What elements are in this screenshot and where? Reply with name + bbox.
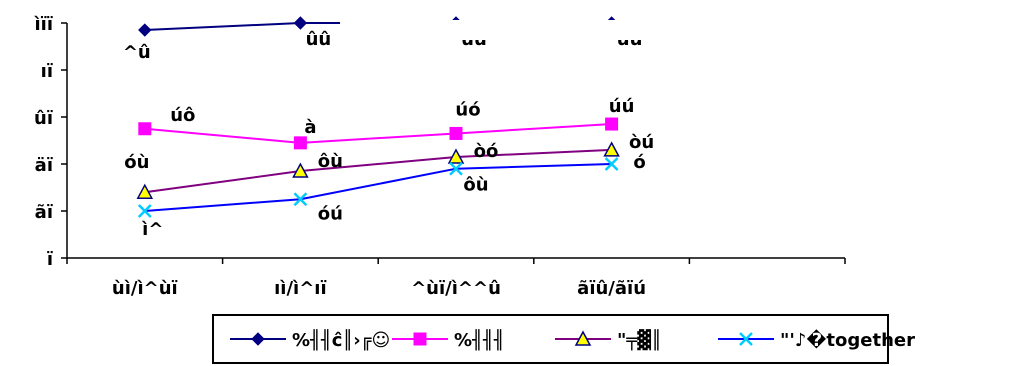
series-2 [138,117,619,150]
legend-box [212,314,889,364]
y-tick-label: äï [35,155,53,176]
legend-label: "╤▓║ [617,329,662,351]
data-label: óù [124,152,149,173]
data-label: ^û [123,42,151,63]
series-line [144,123,612,144]
legend-marker [739,332,753,346]
y-tick-label: ï [47,249,53,270]
data-point [603,141,620,157]
plot-area-clip [340,20,800,40]
y-tick-label: ãï [35,202,53,223]
legend-marker [574,330,592,346]
data-label: úô [170,105,195,126]
data-point [136,183,154,199]
data-point [293,16,308,30]
y-tick-label: ıï [41,61,53,82]
data-label: ó [633,152,645,173]
data-label: úó [455,99,480,120]
series-4 [137,157,619,218]
data-point [605,117,619,131]
x-tick-label: ^ùï/ì^^û [411,278,501,299]
data-point [604,157,619,171]
data-point [293,192,308,207]
data-label: ôù [318,151,343,172]
data-point [137,204,152,218]
legend-entry: "'♪�together [718,329,915,351]
series-line [144,148,612,194]
legend-label: "'♪�together [780,329,915,351]
data-point [138,122,152,136]
legend-marker [413,332,427,346]
data-label: úú [609,96,635,117]
axes [61,22,846,264]
y-tick-label: ûï [34,108,53,129]
series-line [144,163,612,212]
legend-marker [251,332,265,346]
data-point [293,136,307,150]
data-point [447,148,465,164]
data-label: à [304,117,316,138]
data-label: òú [629,132,654,153]
y-tick-labels: ï ãï äï ûï ıï ìïï [33,14,53,270]
legend-entry: %╢╢╢ [392,329,505,351]
legend-entry: "╤▓║ [555,329,662,351]
data-label: ì^ [141,219,163,240]
data-label: ûû [306,29,332,50]
data-label: òó [474,141,499,162]
data-label: óú [318,203,343,224]
data-point [138,23,152,37]
x-tick-label: ùì/ì^ùï [112,278,178,299]
data-point [449,161,463,176]
legend: %╢╢ĉ║›╔☺ %╢╢╢ "╤▓║ "'♪�together [212,314,915,364]
legend-label: %╢╢╢ [454,329,505,351]
data-point [449,126,463,140]
x-tick-label: ãïû/ãïú [577,278,646,299]
y-tick-label: ìïï [33,14,53,35]
legend-label: %╢╢ĉ║›╔☺ [292,329,390,351]
x-tick-label: ıì/ì^ıï [274,278,327,299]
series-3 [136,141,620,199]
legend-entry: %╢╢ĉ║›╔☺ [230,329,390,351]
x-tick-labels: ùì/ì^ùï ıì/ì^ıï ^ùï/ì^^û ãïû/ãïú [112,278,646,299]
series-layer [136,16,620,218]
data-label: ôù [463,175,488,196]
data-point [292,162,309,178]
